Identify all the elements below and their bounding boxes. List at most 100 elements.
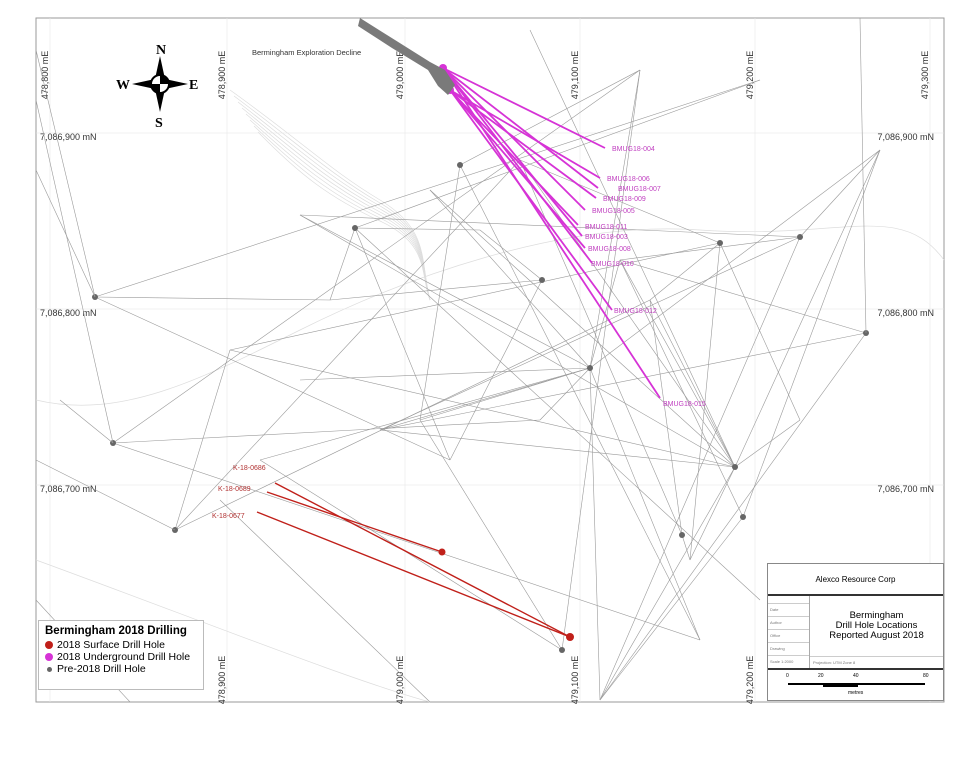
surface-hole-label: K-18-0686 — [233, 465, 266, 472]
legend-label: Pre-2018 Drill Hole — [57, 663, 146, 675]
pre-2018-trace — [112, 442, 701, 641]
scale-tick: 80 — [923, 673, 929, 679]
pre-2018-trace — [379, 367, 591, 431]
pre-2018-trace — [94, 296, 451, 461]
title-block: Alexco Resource Corp Date Author Office … — [767, 563, 944, 701]
pre-2018-trace — [589, 367, 601, 701]
pre-2018-trace — [589, 367, 701, 641]
surface-hole-label: K-18-0689 — [218, 486, 251, 493]
easting-label: 478,900 mE — [217, 656, 227, 705]
easting-label: 479,100 mE — [570, 656, 580, 705]
pre-2018-trace — [94, 79, 761, 298]
company-name: Alexco Resource Corp — [768, 564, 943, 596]
pre-2018-collar — [587, 365, 593, 371]
pre-2018-collar — [352, 225, 358, 231]
pre-2018-trace — [619, 259, 744, 518]
underground-hole-label: BMUG18-009 — [603, 196, 646, 203]
field-author: Author — [768, 616, 809, 629]
underground-trace — [449, 89, 586, 249]
easting-label: 479,100 mE — [570, 51, 580, 100]
pre-2018-collar — [717, 240, 723, 246]
pre-2018-collar — [797, 234, 803, 240]
pre-2018-trace — [649, 299, 683, 536]
northing-label: 7,086,700 mN — [877, 484, 934, 494]
scale-bar: 0 20 40 80 metres — [768, 670, 943, 704]
magenta-dot-icon — [45, 653, 53, 661]
underground-hole-label: BMUG18-008 — [588, 246, 631, 253]
pre-2018-drill-traces — [35, 17, 881, 703]
title-line: Bermingham — [849, 610, 904, 621]
underground-trace — [449, 89, 601, 179]
pre-2018-trace — [449, 279, 543, 461]
pre-2018-trace — [429, 189, 591, 369]
underground-hole-label: BMUG18-015 — [663, 401, 706, 408]
gray-dot-icon — [46, 666, 52, 672]
pre-2018-trace — [619, 236, 801, 261]
underground-hole-label: BMUG18-006 — [607, 176, 650, 183]
pre-2018-trace — [419, 419, 563, 651]
pre-2018-trace — [419, 164, 461, 421]
surface-hole-label: K-18-0677 — [212, 513, 245, 520]
title-line: Drill Hole Locations — [835, 620, 918, 631]
underground-hole-label: BMUG18-004 — [612, 146, 655, 153]
pre-2018-trace — [689, 466, 736, 561]
surface-drill-traces — [256, 482, 574, 641]
pre-2018-collar — [679, 532, 685, 538]
projection: Projection: UTM Zone 8 — [810, 656, 943, 668]
field-drawing: Drawing — [768, 642, 809, 655]
pre-2018-collar — [457, 162, 463, 168]
north-label: N — [156, 43, 166, 58]
underground-hole-label: BMUG18-003 — [585, 234, 628, 241]
pre-2018-trace — [519, 159, 721, 244]
pre-2018-trace — [174, 349, 231, 531]
pre-2018-trace — [859, 17, 867, 334]
pre-2018-trace — [734, 419, 801, 468]
pre-2018-collar — [732, 464, 738, 470]
pre-2018-trace — [299, 214, 736, 468]
pre-2018-trace — [734, 149, 881, 468]
pre-2018-trace — [329, 227, 356, 301]
pre-2018-trace — [174, 159, 521, 531]
pre-2018-trace — [112, 69, 641, 444]
pre-2018-trace — [229, 349, 736, 468]
pre-2018-trace — [681, 534, 691, 561]
pre-2018-trace — [589, 69, 641, 369]
underground-hole-label: BMUG18-005 — [592, 208, 635, 215]
coordinate-grid: 478,800 mE 478,900 mE 478,900 mE 479,000 mE… — [36, 18, 944, 704]
pre-2018-trace — [174, 299, 651, 531]
surface-collar — [438, 548, 446, 556]
pre-2018-trace — [354, 227, 761, 601]
pre-2018-collar — [559, 647, 565, 653]
north-arrow: N S E W — [116, 43, 198, 131]
pre-2018-trace — [599, 236, 801, 701]
legend-item-surface: 2018 Surface Drill Hole — [45, 639, 197, 651]
easting-label: 478,900 mE — [217, 51, 227, 100]
easting-label: 478,800 mE — [40, 51, 50, 100]
pre-2018-trace — [619, 259, 867, 334]
pre-2018-trace — [719, 242, 801, 421]
easting-label: 479,000 mE — [395, 656, 405, 705]
pre-2018-trace — [219, 499, 431, 703]
pre-2018-trace — [59, 399, 114, 444]
pre-2018-trace — [529, 29, 736, 468]
pre-2018-trace — [649, 242, 721, 301]
pre-2018-trace — [479, 229, 543, 281]
underground-hole-label: BMUG18-007 — [618, 186, 661, 193]
red-dot-icon — [45, 641, 53, 649]
field-office: Office — [768, 629, 809, 642]
pre-2018-trace — [561, 69, 641, 651]
pre-2018-trace — [299, 214, 591, 369]
pre-2018-trace — [689, 242, 721, 561]
underground-trace — [442, 67, 606, 149]
field-scale: Scale 1:2000 — [768, 655, 809, 668]
underground-trace — [442, 67, 583, 237]
scale-unit: metres — [848, 690, 864, 696]
pre-2018-trace — [329, 279, 543, 301]
scale-tick: 0 — [786, 673, 789, 679]
pre-2018-trace — [354, 227, 481, 231]
pre-2018-trace — [649, 299, 736, 468]
legend-item-pre2018: Pre-2018 Drill Hole — [45, 663, 197, 675]
pre-2018-trace — [229, 242, 721, 351]
west-label: W — [116, 78, 130, 93]
